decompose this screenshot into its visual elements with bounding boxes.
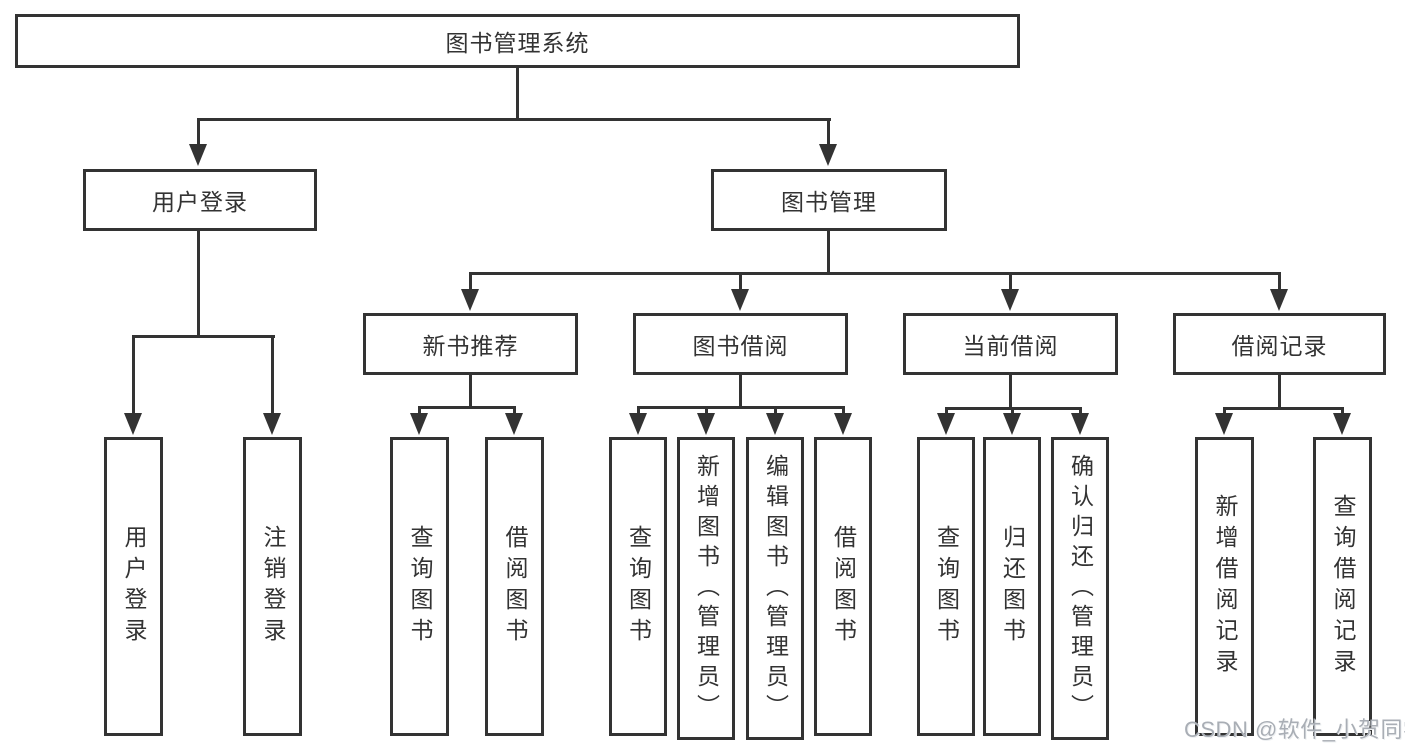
connector-line <box>1011 407 1014 415</box>
arrow-down-icon <box>731 289 749 311</box>
leaf-confirm-return-admin-label: 确认归还（管理员） <box>1067 453 1094 724</box>
leaf-edit-books-admin-label: 编辑图书（管理员） <box>762 453 789 724</box>
node-book-management-label: 图书管理 <box>781 189 877 215</box>
arrow-down-icon <box>937 413 955 435</box>
connector-line <box>469 373 472 406</box>
node-user-login: 用户登录 <box>83 169 317 231</box>
leaf-recommend-query-books: 查询图书 <box>390 437 449 736</box>
arrow-down-icon <box>263 413 281 435</box>
arrow-down-icon <box>1071 413 1089 435</box>
leaf-user-login-label: 用户登录 <box>121 524 147 649</box>
node-book-borrow: 图书借阅 <box>633 313 848 375</box>
leaf-logout-label: 注销登录 <box>260 524 286 649</box>
node-borrow-records: 借阅记录 <box>1173 313 1386 375</box>
arrow-down-icon <box>1215 413 1233 435</box>
leaf-edit-books-admin: 编辑图书（管理员） <box>746 437 804 740</box>
connector-line <box>516 67 519 118</box>
arrow-down-icon <box>461 289 479 311</box>
connector-line <box>1278 272 1281 291</box>
connector-line <box>1009 272 1012 291</box>
connector-line <box>739 373 742 406</box>
connector-line <box>132 335 275 338</box>
leaf-borrow-books: 借阅图书 <box>814 437 872 736</box>
leaf-add-borrow-record-label: 新增借阅记录 <box>1212 493 1238 680</box>
arrow-down-icon <box>124 413 142 435</box>
connector-line <box>774 406 777 415</box>
connector-line <box>469 272 1281 275</box>
leaf-query-borrow-record-label: 查询借阅记录 <box>1330 493 1356 680</box>
connector-line <box>842 406 845 415</box>
watermark: CSDN @软件_小贺同学 <box>1184 717 1405 742</box>
leaf-borrow-query-books: 查询图书 <box>609 437 667 736</box>
connector-line <box>637 406 640 415</box>
node-borrow-records-label: 借阅记录 <box>1231 333 1328 359</box>
arrow-down-icon <box>1270 289 1288 311</box>
node-root-label: 图书管理系统 <box>445 30 590 56</box>
arrow-down-icon <box>819 144 837 166</box>
connector-line <box>1278 373 1281 407</box>
leaf-add-books-admin: 新增图书（管理员） <box>677 437 735 740</box>
leaf-current-query-books-label: 查询图书 <box>933 524 960 649</box>
leaf-user-login: 用户登录 <box>104 437 163 736</box>
arrow-down-icon <box>1003 413 1021 435</box>
connector-line <box>271 335 274 413</box>
connector-line <box>1223 407 1226 415</box>
leaf-confirm-return-admin: 确认归还（管理员） <box>1051 437 1109 740</box>
leaf-add-borrow-record: 新增借阅记录 <box>1195 437 1254 736</box>
leaf-borrow-books-label: 借阅图书 <box>830 524 857 649</box>
arrow-down-icon <box>410 413 428 435</box>
arrow-down-icon <box>1001 289 1019 311</box>
arrow-down-icon <box>766 413 784 435</box>
connector-line <box>197 118 200 146</box>
leaf-recommend-borrow-books-label: 借阅图书 <box>502 524 528 649</box>
leaf-return-books: 归还图书 <box>983 437 1041 736</box>
leaf-borrow-query-books-label: 查询图书 <box>625 524 652 649</box>
node-current-borrow: 当前借阅 <box>903 313 1118 375</box>
arrow-down-icon <box>834 413 852 435</box>
connector-line <box>1223 407 1344 410</box>
connector-line <box>418 406 421 415</box>
node-book-management: 图书管理 <box>711 169 947 231</box>
connector-line <box>1079 407 1082 415</box>
connector-line <box>197 118 831 121</box>
leaf-add-books-admin-label: 新增图书（管理员） <box>693 453 720 724</box>
connector-line <box>739 272 742 291</box>
leaf-recommend-borrow-books: 借阅图书 <box>485 437 544 736</box>
connector-line <box>827 118 830 146</box>
connector-line <box>418 406 516 409</box>
node-root: 图书管理系统 <box>15 14 1020 68</box>
arrow-down-icon <box>505 413 523 435</box>
node-new-book-recommend: 新书推荐 <box>363 313 578 375</box>
connector-line <box>637 406 844 409</box>
node-new-book-recommend-label: 新书推荐 <box>422 333 519 359</box>
connector-line <box>469 272 472 291</box>
node-user-login-label: 用户登录 <box>152 189 248 215</box>
connector-line <box>513 406 516 415</box>
arrow-down-icon <box>1333 413 1351 435</box>
leaf-recommend-query-books-label: 查询图书 <box>407 524 433 649</box>
arrow-down-icon <box>697 413 715 435</box>
connector-line <box>132 335 135 413</box>
leaf-return-books-label: 归还图书 <box>999 524 1026 649</box>
arrow-down-icon <box>189 144 207 166</box>
arrow-down-icon <box>629 413 647 435</box>
connector-line <box>705 406 708 415</box>
node-current-borrow-label: 当前借阅 <box>962 333 1059 359</box>
connector-line <box>197 229 200 335</box>
leaf-logout: 注销登录 <box>243 437 302 736</box>
node-book-borrow-label: 图书借阅 <box>692 333 789 359</box>
connector-line <box>827 229 830 272</box>
connector-line <box>1009 373 1012 407</box>
leaf-query-borrow-record: 查询借阅记录 <box>1313 437 1372 736</box>
connector-line <box>945 407 948 415</box>
connector-line <box>1341 407 1344 415</box>
leaf-current-query-books: 查询图书 <box>917 437 975 736</box>
